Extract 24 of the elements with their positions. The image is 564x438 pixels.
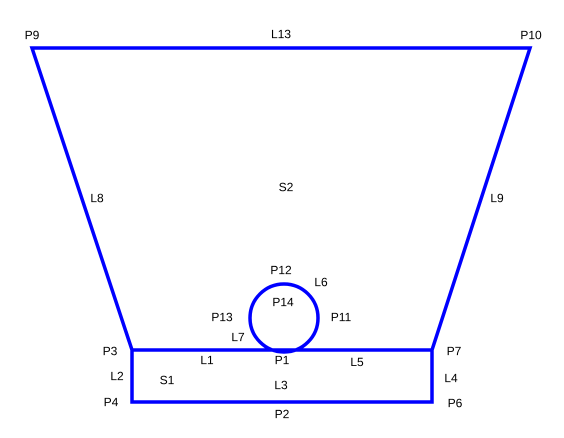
point-label: P4 bbox=[104, 398, 118, 406]
point-label: P9 bbox=[26, 30, 39, 40]
point-label: L2 bbox=[111, 372, 124, 380]
point-label: L3 bbox=[275, 380, 288, 390]
point-label: L6 bbox=[315, 278, 328, 286]
point-label: P14 bbox=[273, 298, 294, 306]
point-label: P2 bbox=[276, 410, 289, 418]
point-label: L1 bbox=[201, 356, 214, 364]
point-label: P10 bbox=[521, 30, 542, 40]
point-label: L7 bbox=[232, 332, 244, 342]
point-label: L5 bbox=[351, 358, 364, 366]
point-label: P3 bbox=[104, 346, 117, 356]
point-label: S1 bbox=[160, 376, 174, 384]
point-label: P11 bbox=[332, 312, 351, 322]
point-label: P6 bbox=[448, 398, 462, 408]
point-label: P1 bbox=[276, 356, 289, 364]
point-label: L4 bbox=[445, 374, 458, 382]
point-label: P13 bbox=[212, 312, 232, 322]
point-label: L8 bbox=[91, 194, 104, 202]
point-label: L9 bbox=[491, 194, 504, 202]
point-label: S2 bbox=[279, 182, 293, 192]
point-label: P12 bbox=[271, 266, 292, 274]
point-label: L13 bbox=[272, 30, 290, 38]
point-label: P7 bbox=[448, 346, 461, 356]
